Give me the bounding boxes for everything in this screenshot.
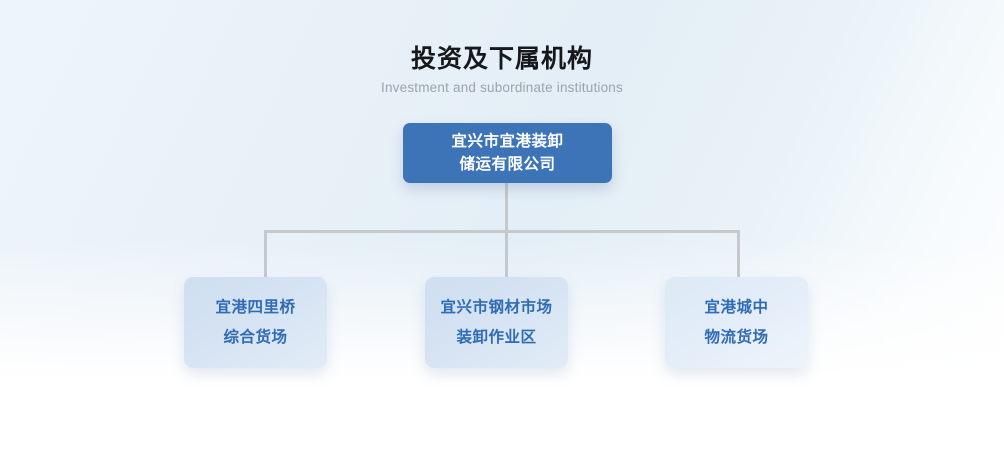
connector-horizontal-bus	[264, 230, 739, 233]
org-node-root-line-1: 宜兴市宜港装卸	[451, 133, 564, 150]
org-node-child-3-line-1: 宜港城中	[704, 298, 769, 316]
page-title: 投资及下属机构	[410, 45, 593, 73]
connector-drop-child-1	[264, 230, 267, 278]
org-node-child-2-line-1: 宜兴市钢材市场	[440, 298, 553, 316]
org-node-child-1-line-2: 综合货场	[223, 328, 288, 346]
org-node-child-1-line-1: 宜港四里桥	[215, 298, 296, 316]
org-node-child-3[interactable]: 宜港城中 物流货场	[665, 277, 808, 368]
connector-drop-child-2	[505, 230, 508, 278]
page-subtitle: Investment and subordinate institutions	[381, 80, 623, 95]
org-node-root-line-2: 储运有限公司	[459, 156, 556, 173]
connector-root-stem	[505, 182, 508, 232]
connector-drop-child-3	[737, 230, 740, 278]
org-node-root[interactable]: 宜兴市宜港装卸 储运有限公司	[403, 123, 612, 183]
org-node-child-1[interactable]: 宜港四里桥 综合货场	[184, 277, 327, 368]
org-node-child-2[interactable]: 宜兴市钢材市场 装卸作业区	[425, 277, 568, 368]
org-node-child-2-line-2: 装卸作业区	[456, 328, 537, 346]
org-node-child-3-line-2: 物流货场	[704, 328, 769, 346]
page-heading: 投资及下属机构 Investment and subordinate insti…	[0, 44, 1004, 96]
